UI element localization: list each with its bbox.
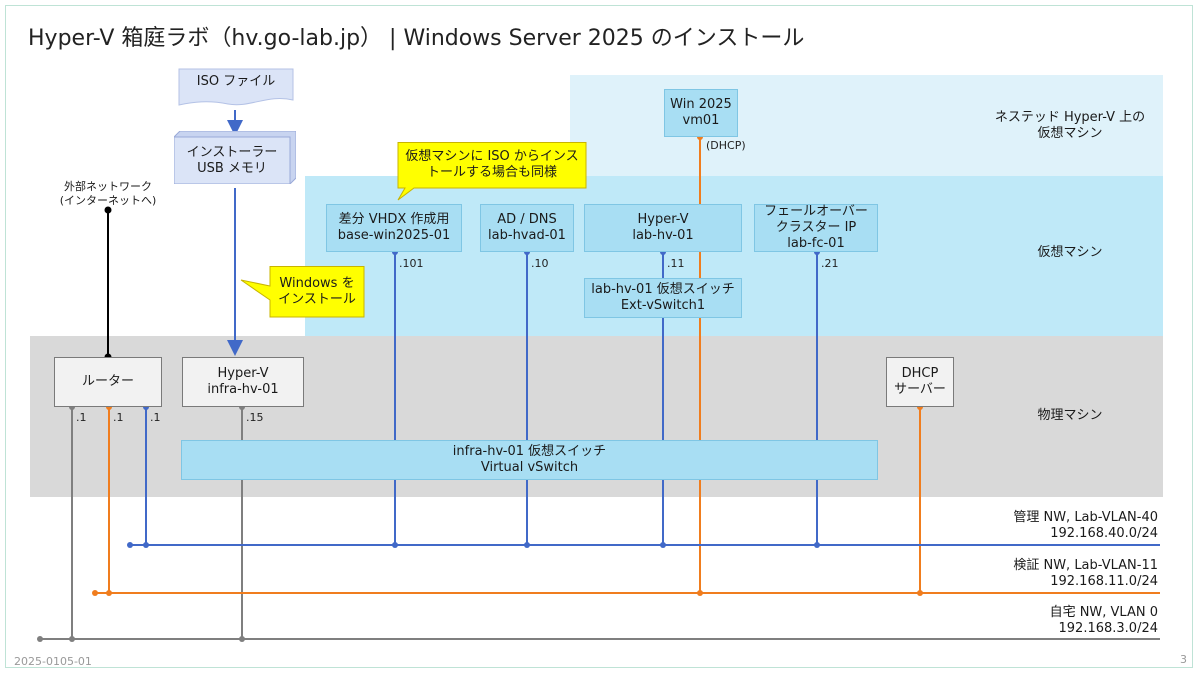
slide-frame	[5, 5, 1193, 668]
router-ip-gray: .1	[76, 411, 87, 424]
ad-ip-label: .10	[531, 257, 549, 270]
callout-install-windows: Windows をインストール	[278, 276, 356, 307]
doc-id: 2025-0105-01	[14, 655, 92, 668]
router-ip-blue: .1	[150, 411, 161, 424]
iso-file: ISO ファイル	[196, 74, 276, 89]
infra-ip-label: .15	[246, 411, 264, 424]
base-ip-label: .101	[399, 257, 424, 270]
hv-ip-label: .11	[667, 257, 685, 270]
callout-vm-install-note: 仮想マシンに ISO からインストールする場合も同様	[405, 149, 579, 180]
physical-zone-label: 物理マシン	[1037, 408, 1103, 423]
fc-ip-label: .21	[821, 257, 839, 270]
page-title: Hyper-V 箱庭ラボ（hv.go-lab.jp） | Windows Ser…	[28, 26, 805, 51]
callout-install-shape	[240, 266, 365, 318]
external-network-label: 外部ネットワーク(インターネットへ)	[59, 180, 157, 207]
page-number: 3	[1180, 653, 1187, 666]
router-ip-orange: .1	[113, 411, 124, 424]
vm01-ip-label: (DHCP)	[706, 139, 746, 152]
nested-zone-label: ネステッド Hyper-V 上の仮想マシン	[994, 110, 1146, 141]
callout-vm-shape	[397, 142, 587, 201]
iso-file-shape	[178, 68, 294, 106]
router[interactable]: ルーター	[54, 357, 162, 407]
vm-zone-label: 仮想マシン	[1037, 245, 1103, 260]
usb-memory-shape	[174, 131, 296, 184]
